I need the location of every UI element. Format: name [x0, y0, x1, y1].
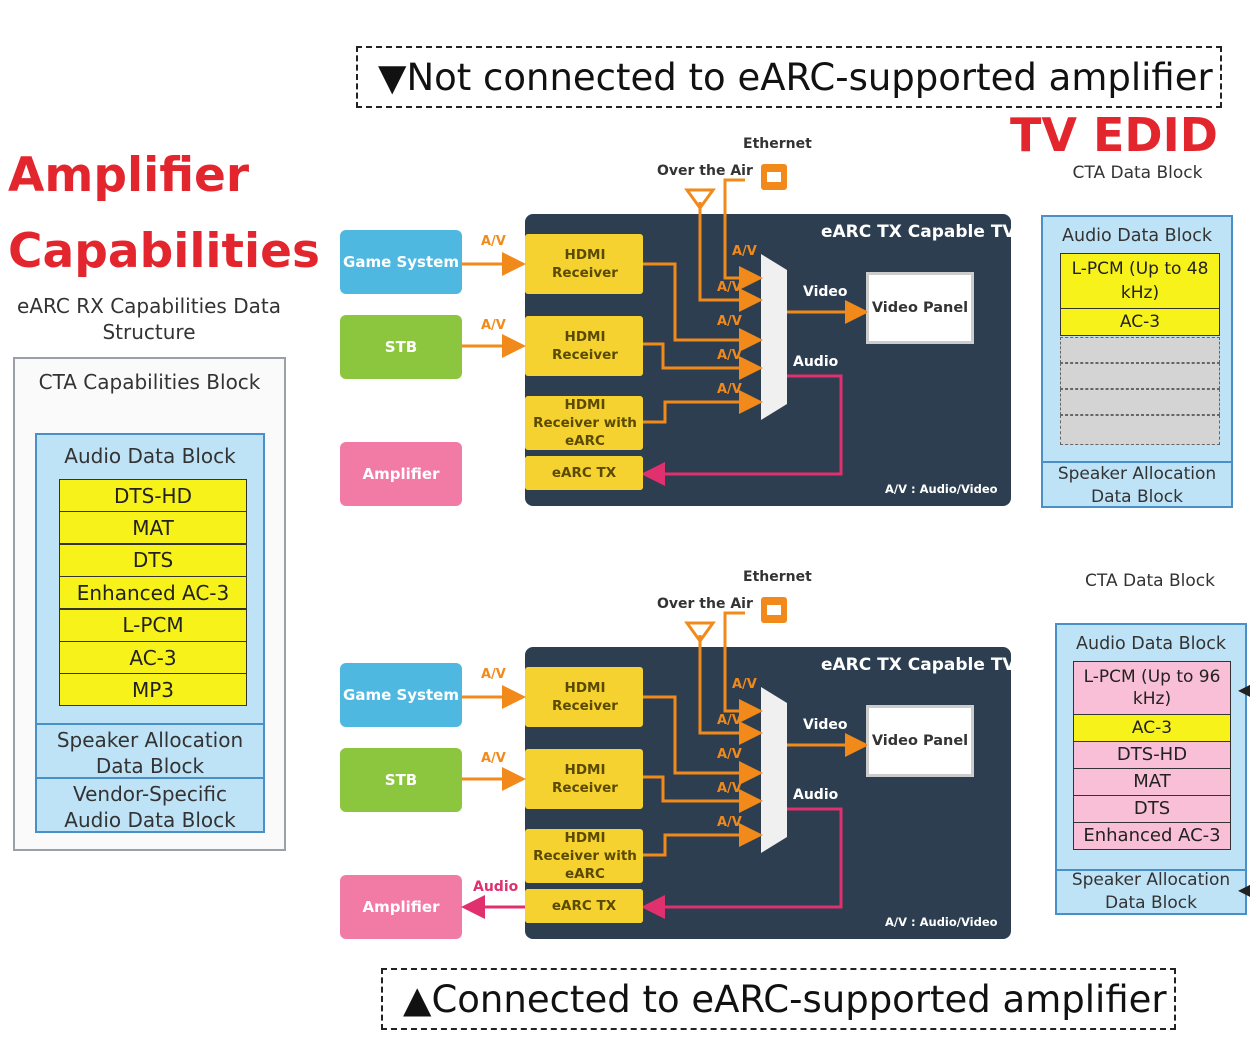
caption-not-connected: ▼Not connected to eARC-supported amplifi… [356, 46, 1222, 108]
edid-top-empty-slot [1060, 337, 1220, 363]
amp-format-cell: DTS [59, 543, 247, 577]
hdmi-receiver-1: HDMI Receiver [547, 673, 623, 721]
av-label: A/V [732, 677, 757, 692]
edid-top-empty-slot [1060, 389, 1220, 415]
amp-format-cell: AC-3 [59, 641, 247, 674]
cta-capabilities-block: CTA Capabilities Block Audio Data Block … [13, 357, 286, 851]
av-label: A/V [717, 747, 742, 762]
ethernet-label: Ethernet [743, 569, 812, 585]
video-label: Video [803, 284, 848, 300]
video-panel: Video Panel [867, 706, 973, 776]
video-label: Video [803, 717, 848, 733]
caption-text: ▼Not connected to eARC-supported amplifi… [378, 55, 1213, 99]
diagram-top: Ethernet Over the Air eARC TX Capable TV… [325, 130, 1025, 530]
edid-bottom-audio-label: Audio Data Block [1076, 634, 1226, 654]
edid-bottom-format-cell: Enhanced AC-3 [1073, 822, 1231, 850]
av-label: A/V [717, 713, 742, 728]
edid-top-ac3: AC-3 [1060, 308, 1220, 336]
edid-bottom-ac3: AC-3 [1073, 714, 1231, 742]
amp-format-cell: L-PCM [59, 608, 247, 642]
amp-vendor-specific: Vendor-Specific Audio Data Block [64, 782, 236, 832]
amplifier-title-line1: Amplifier [8, 148, 250, 203]
hdmi-receiver-1: HDMI Receiver [547, 240, 623, 288]
earc-tx-box: eARC TX [525, 456, 643, 490]
edid-bottom-audio-block: Audio Data Block L-PCM (Up to 96 kHz) AC… [1055, 623, 1247, 915]
amp-format-cell: Enhanced AC-3 [59, 576, 247, 610]
tv-edid-title: TV EDID [1010, 108, 1218, 162]
audio-to-amp-label: Audio [473, 879, 519, 895]
audio-label: Audio [793, 787, 839, 803]
earc-rx-subtitle: eARC RX Capabilities Data Structure [17, 294, 281, 344]
amplifier-box: Amplifier [362, 465, 440, 483]
hdmi-receiver-2: HDMI Receiver [547, 755, 623, 803]
game-system-box: Game System [343, 253, 459, 271]
av-label: A/V [717, 815, 742, 830]
av-label: A/V [481, 318, 506, 333]
video-panel: Video Panel [867, 273, 973, 343]
amp-format-cell: MAT [59, 511, 247, 545]
edid-bottom-format-cell: MAT [1073, 768, 1231, 796]
tv-title: eARC TX Capable TV [821, 222, 1016, 242]
amp-format-cell: MP3 [59, 673, 247, 707]
av-label: A/V [481, 751, 506, 766]
edid-top-audio-block: Audio Data Block L-PCM (Up to 48 kHz) AC… [1041, 215, 1233, 508]
diagram-bottom: Ethernet Over the Air eARC TX Capable TV… [325, 563, 1025, 963]
av-label: A/V [717, 382, 742, 397]
av-label: A/V [717, 348, 742, 363]
amp-speaker-allocation: Speaker Allocation Data Block [56, 728, 244, 778]
edid-top-speaker-allocation: Speaker Allocation Data Block [1057, 464, 1217, 507]
caption-connected: ▲Connected to eARC-supported amplifier [381, 968, 1176, 1030]
hdmi-receiver-2: HDMI Receiver [547, 322, 623, 370]
arrow-pointer: ◀ [1238, 680, 1250, 699]
over-the-air-label: Over the Air [657, 596, 753, 612]
edid-top-cta-label: CTA Data Block [1072, 163, 1203, 183]
av-label: A/V [717, 314, 742, 329]
edid-bottom-format-cell: DTS-HD [1073, 741, 1231, 769]
av-label: A/V [481, 234, 506, 249]
av-legend: A/V : Audio/Video [885, 915, 998, 929]
av-label: A/V [717, 280, 742, 295]
cta-capabilities-label: CTA Capabilities Block [38, 370, 261, 394]
edid-bottom-cta-label: CTA Data Block [1085, 571, 1215, 591]
edid-top-empty-slot [1060, 363, 1220, 389]
amplifier-box: Amplifier [362, 898, 440, 916]
stb-box: STB [384, 338, 418, 356]
earc-tx-box: eARC TX [525, 889, 643, 923]
edid-top-audio-label: Audio Data Block [1062, 226, 1212, 246]
av-legend: A/V : Audio/Video [885, 482, 998, 496]
edid-bottom-format-cell: DTS [1073, 795, 1231, 823]
edid-bottom-speaker-allocation: Speaker Allocation Data Block [1071, 870, 1231, 913]
av-label: A/V [732, 244, 757, 259]
stb-box: STB [384, 771, 418, 789]
amp-audio-data-block-label: Audio Data Block [64, 444, 236, 468]
amp-format-cell: DTS-HD [59, 479, 247, 512]
arrow-pointer: ◀ [1238, 880, 1250, 899]
ethernet-label: Ethernet [743, 136, 812, 152]
hdmi-receiver-earc: HDMI Receiver with eARC [530, 397, 640, 449]
caption-text: ▲Connected to eARC-supported amplifier [403, 977, 1167, 1021]
hdmi-receiver-earc: HDMI Receiver with eARC [530, 830, 640, 882]
audio-label: Audio [793, 354, 839, 370]
game-system-box: Game System [343, 686, 459, 704]
av-label: A/V [481, 667, 506, 682]
edid-top-empty-slot [1060, 415, 1220, 445]
amplifier-title-line2: Capabilities [8, 224, 320, 279]
over-the-air-label: Over the Air [657, 163, 753, 179]
edid-top-lpcm: L-PCM (Up to 48 kHz) [1060, 253, 1220, 309]
av-label: A/V [717, 781, 742, 796]
edid-bottom-lpcm: L-PCM (Up to 96 kHz) [1073, 661, 1231, 715]
tv-title: eARC TX Capable TV [821, 655, 1016, 675]
